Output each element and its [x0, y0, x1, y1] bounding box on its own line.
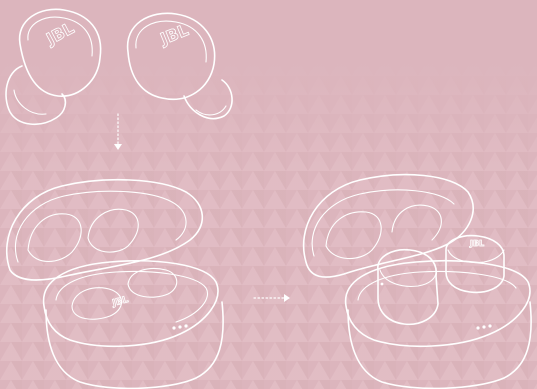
led-dot — [482, 325, 485, 328]
led-dot — [178, 325, 181, 328]
led-dot — [184, 324, 187, 327]
led-dot — [172, 326, 175, 329]
led-dot — [476, 326, 479, 329]
led-dot — [488, 324, 491, 327]
right-case-earbud-logo: JBL — [469, 239, 484, 248]
earbud-dot — [381, 283, 384, 286]
